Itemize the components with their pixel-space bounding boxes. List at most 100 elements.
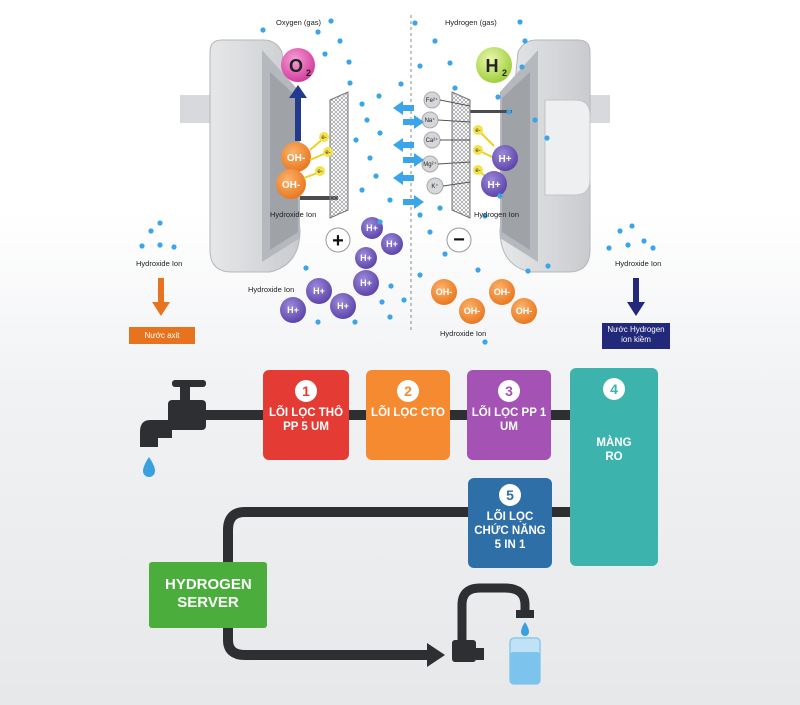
stage-number: 5	[499, 484, 521, 506]
bubble	[377, 219, 383, 225]
svg-text:e-: e-	[475, 128, 480, 134]
bubble	[315, 319, 321, 325]
filter-stage-1: 1 LÕI LỌC THÔ PP 5 UM	[263, 370, 349, 460]
svg-text:Fe²⁺: Fe²⁺	[426, 97, 438, 104]
bubble	[482, 213, 488, 219]
bubble	[171, 244, 177, 250]
stage-label: LÕI LỌC THÔ PP 5 UM	[268, 407, 344, 433]
outlet-faucet-icon	[452, 583, 541, 685]
bubble	[322, 51, 328, 57]
gas-bubbles	[139, 18, 656, 345]
bubble	[475, 267, 481, 273]
svg-text:e-: e-	[475, 168, 480, 174]
mineral-ions: Fe²⁺ Na⁺ Ca²⁺ Mg²⁺ K⁺	[421, 91, 471, 195]
bubble	[364, 117, 370, 123]
svg-text:Na⁺: Na⁺	[425, 117, 436, 124]
anode-hydroxide-ion-label: Hydroxide Ion	[270, 210, 317, 219]
bubble	[352, 319, 358, 325]
right-hydroxide-ion-label: Hydroxide Ion	[615, 259, 662, 268]
bubble	[427, 229, 433, 235]
oh-ion-cluster: OH- OH- OH- OH-	[431, 279, 537, 324]
bubble	[373, 173, 379, 179]
bubble	[544, 135, 550, 141]
svg-text:e-: e-	[321, 135, 326, 141]
svg-text:H+: H+	[313, 286, 325, 296]
bubble	[359, 101, 365, 107]
bubble	[452, 85, 458, 91]
svg-text:K⁺: K⁺	[431, 183, 438, 190]
flow-arrowhead	[427, 643, 445, 667]
bubble	[606, 245, 612, 251]
stage-label: LÕI LỌC PP 1 UM	[471, 407, 547, 433]
bubble	[417, 63, 423, 69]
alkaline-water-tag: Nước Hydrogen ion kiềm	[602, 323, 670, 349]
bubble	[337, 38, 343, 44]
filter-stage-4: 4 MÀNG RO	[570, 368, 658, 566]
anode-oh-ion: OH-	[281, 142, 311, 172]
bubble	[388, 283, 394, 289]
bubble	[401, 297, 407, 303]
svg-text:H+: H+	[360, 278, 372, 288]
bubble	[629, 223, 635, 229]
hydrogen-server-box: HYDROGEN SERVER	[149, 562, 267, 628]
bubble	[387, 197, 393, 203]
alkaline-water-arrow	[627, 278, 645, 316]
svg-text:H+: H+	[487, 180, 500, 191]
bubble	[517, 19, 523, 25]
svg-text:OH-: OH-	[436, 287, 453, 297]
oxygen-gas-label: Oxygen (gas)	[276, 18, 322, 27]
bubble	[506, 109, 512, 115]
bubble	[522, 38, 528, 44]
svg-text:OH-: OH-	[516, 306, 533, 316]
svg-text:H+: H+	[287, 305, 299, 315]
svg-text:OH-: OH-	[464, 306, 481, 316]
stage-number: 1	[295, 380, 317, 402]
svg-text:O: O	[289, 56, 303, 76]
svg-text:H: H	[486, 56, 499, 76]
bubble	[376, 93, 382, 99]
svg-text:2: 2	[502, 68, 507, 78]
bubble	[495, 94, 501, 100]
bubble	[532, 117, 538, 123]
stage-label: MÀNG RO	[596, 437, 632, 463]
svg-text:e-: e-	[475, 148, 480, 154]
stage-number: 2	[397, 380, 419, 402]
svg-text:H+: H+	[360, 253, 372, 263]
minus-terminal-icon: −	[446, 227, 472, 253]
bubble	[545, 263, 551, 269]
bubble	[303, 265, 309, 271]
svg-text:H+: H+	[337, 301, 349, 311]
bubble	[432, 38, 438, 44]
svg-text:+: +	[332, 230, 344, 252]
anode-unit	[180, 39, 349, 273]
bubble	[379, 299, 385, 305]
filter-stage-3: 3 LÕI LỌC PP 1 UM	[467, 370, 551, 460]
bubble	[260, 27, 266, 33]
svg-text:Mg²⁺: Mg²⁺	[423, 161, 437, 168]
bubble	[139, 243, 145, 249]
stage-label: LÕI LỌC CHỨC NĂNG 5 IN 1	[474, 511, 546, 551]
bubble	[359, 187, 365, 193]
left-hydroxide-ion-label: Hydroxide Ion	[136, 259, 183, 268]
bubble	[417, 212, 423, 218]
filter-stage-2: 2 LÕI LỌC CTO	[366, 370, 450, 460]
bubble	[497, 193, 503, 199]
stage-label: LÕI LỌC CTO	[371, 407, 445, 419]
bubble	[617, 228, 623, 234]
hydrogen-gas-label: Hydrogen (gas)	[445, 18, 497, 27]
cathode-h-ion: H+	[481, 171, 507, 197]
acid-water-tag: Nước axit	[129, 327, 195, 344]
bubble	[625, 242, 631, 248]
svg-text:H+: H+	[366, 223, 378, 233]
bubble	[367, 155, 373, 161]
hydrogen-server-label: HYDROGEN SERVER	[165, 576, 252, 611]
bubble	[525, 268, 531, 274]
bubble	[437, 205, 443, 211]
bubble	[482, 339, 488, 345]
bubble	[157, 242, 163, 248]
svg-text:OH-: OH-	[287, 153, 305, 164]
svg-text:Ca²⁺: Ca²⁺	[426, 137, 439, 144]
bubble	[353, 137, 359, 143]
bubble	[148, 228, 154, 234]
